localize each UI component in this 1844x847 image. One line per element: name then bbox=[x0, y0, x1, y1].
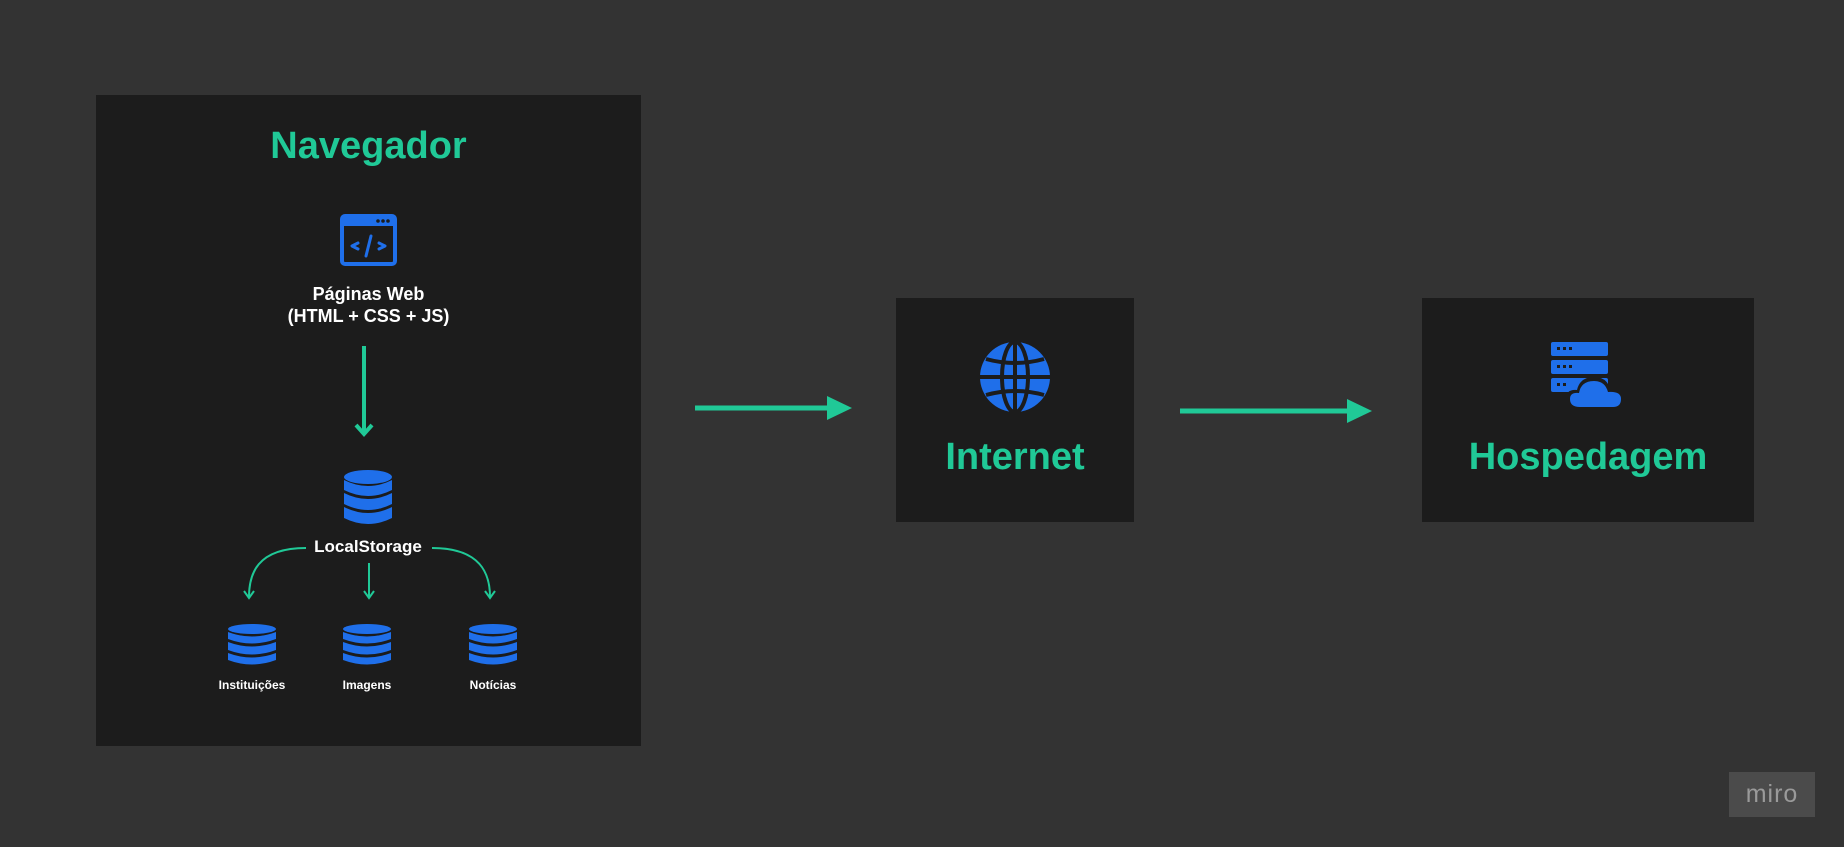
hosting-panel: Hospedagem bbox=[1422, 298, 1754, 522]
miro-watermark: miro bbox=[1729, 772, 1815, 817]
images-database-icon bbox=[343, 624, 391, 665]
down-arrow bbox=[354, 346, 374, 438]
globe-icon bbox=[980, 340, 1050, 414]
arrow-to-internet bbox=[695, 396, 852, 420]
arrow-to-hosting bbox=[1180, 399, 1372, 423]
localstorage-label: LocalStorage bbox=[314, 537, 422, 556]
database-icon bbox=[344, 470, 392, 524]
news-database-icon bbox=[469, 624, 517, 665]
images-label: Imagens bbox=[342, 678, 392, 692]
cloud-server-icon bbox=[1551, 342, 1624, 409]
branch-arrows bbox=[243, 547, 496, 600]
institutions-database-icon bbox=[228, 624, 276, 665]
code-window-icon bbox=[340, 214, 397, 266]
web-pages-line1: Páginas Web bbox=[312, 284, 425, 304]
web-pages-label: Páginas Web (HTML + CSS + JS) bbox=[246, 283, 491, 327]
internet-panel: Internet bbox=[896, 298, 1134, 522]
hosting-label: Hospedagem bbox=[1468, 436, 1708, 478]
browser-title: Navegador bbox=[270, 125, 467, 167]
internet-label: Internet bbox=[945, 436, 1085, 478]
web-pages-line2: (HTML + CSS + JS) bbox=[287, 306, 450, 326]
institutions-label: Instituições bbox=[218, 678, 286, 692]
news-label: Notícias bbox=[469, 678, 517, 692]
browser-panel: Navegador Páginas Web (HTML + CSS + JS) … bbox=[96, 95, 641, 746]
